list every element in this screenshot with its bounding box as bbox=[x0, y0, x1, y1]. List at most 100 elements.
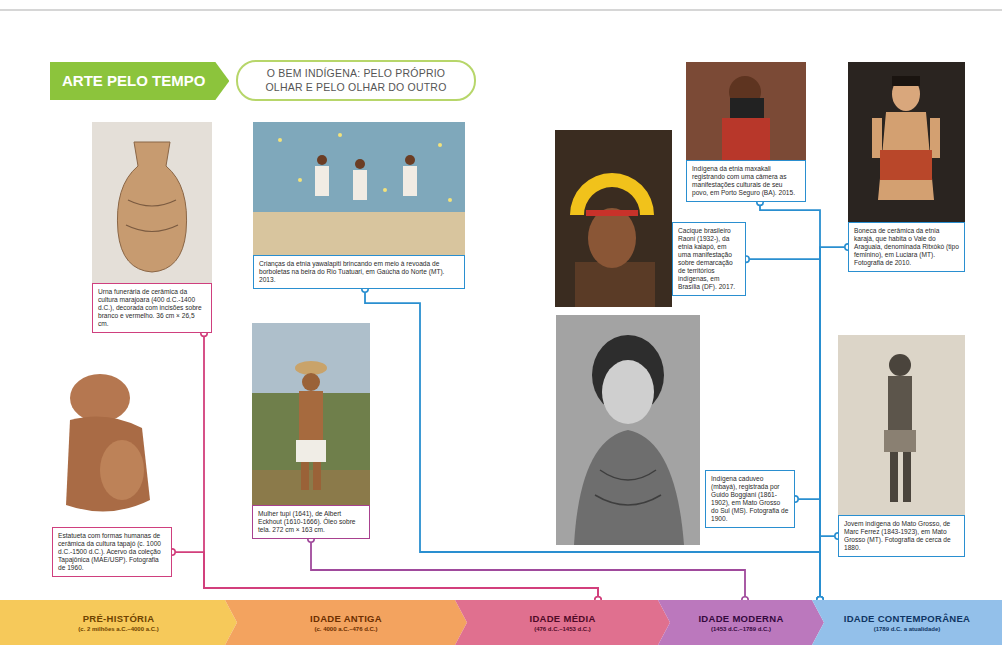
band-label-area: IDADE MÉDIA (476 d.C.–1453 d.C.) bbox=[455, 600, 670, 645]
caption-text: Indígena da etnia maxakali registrando c… bbox=[692, 165, 800, 197]
painting-skirt bbox=[296, 440, 326, 462]
camera-person-body bbox=[722, 118, 770, 160]
caption-text: Boneca de cerâmica da etnia karajá, que … bbox=[854, 227, 959, 267]
youth-leg bbox=[890, 452, 898, 502]
child-head bbox=[405, 155, 415, 165]
caption-text: Mulher tupi (1641), de Albert Eckhout (1… bbox=[258, 510, 364, 534]
band-chevron bbox=[225, 600, 467, 645]
photo-camera bbox=[686, 62, 806, 160]
portrait-body-paint bbox=[595, 470, 661, 505]
band-chevron bbox=[812, 600, 1002, 645]
timeline-connector bbox=[743, 256, 823, 603]
painting-sky bbox=[252, 323, 370, 393]
painting-basket bbox=[295, 361, 327, 375]
photo-children bbox=[253, 122, 465, 255]
chief-face bbox=[588, 208, 636, 268]
connector-line bbox=[204, 333, 598, 600]
timeline-connector bbox=[362, 286, 823, 603]
band-label-area: IDADE MODERNA(1453 d.C.–1789 d.C.) bbox=[658, 600, 824, 645]
band-label-area: IDADE ANTIGA (c. 4000 a.C.–476 d.C.) bbox=[225, 600, 467, 645]
photo-painting bbox=[252, 323, 370, 505]
connector-line bbox=[760, 202, 820, 600]
butterfly bbox=[338, 133, 342, 137]
connector-line bbox=[365, 289, 820, 600]
period-name: IDADE ANTIGA bbox=[310, 613, 382, 624]
photo-youth bbox=[838, 335, 965, 515]
statuette-knee bbox=[100, 440, 144, 500]
band-chevron bbox=[658, 600, 824, 645]
connector-line bbox=[795, 499, 820, 600]
caption-box: Jovem indígena do Mato Grosso, de Marc F… bbox=[838, 515, 965, 557]
timeline-connector bbox=[792, 496, 823, 603]
top-rule bbox=[0, 9, 1002, 11]
camera-device bbox=[730, 98, 764, 118]
butterfly bbox=[383, 188, 387, 192]
photo-portrait bbox=[556, 315, 700, 545]
caption-box: Crianças da etnia yawalapiti brincando e… bbox=[253, 255, 465, 289]
connector-line bbox=[820, 536, 838, 600]
period-band: IDADE MÉDIA (476 d.C.–1453 d.C.) bbox=[455, 600, 670, 645]
youth-head bbox=[889, 354, 911, 376]
caption-text: Cacique brasileiro Raoni (1932-), da etn… bbox=[678, 227, 740, 291]
caption-text: Estatueta com formas humanas de cerâmica… bbox=[58, 532, 166, 572]
painting-leg bbox=[301, 462, 309, 490]
portrait-shoulders bbox=[574, 430, 684, 545]
period-dates: (476 d.C.–1453 d.C.) bbox=[534, 626, 591, 632]
caption-text: Jovem indígena do Mato Grosso, de Marc F… bbox=[844, 520, 959, 552]
urn-figure bbox=[117, 142, 186, 272]
caption-box: Boneca de cerâmica da etnia karajá, que … bbox=[848, 222, 965, 272]
photo-doll bbox=[848, 62, 965, 222]
period-band: PRÉ-HISTÓRIA (c. 2 milhões a.C.–4000 a.C.… bbox=[0, 600, 237, 645]
caption-box: Estatueta com formas humanas de cerâmica… bbox=[52, 527, 172, 577]
youth-leg bbox=[903, 452, 911, 502]
painting-body bbox=[299, 391, 323, 441]
statuette-body bbox=[66, 416, 150, 511]
doll-head bbox=[892, 77, 920, 111]
band-label-area: IDADE CONTEMPORÂNEA (1789 d.C. a atualida… bbox=[812, 600, 1002, 645]
doll-hair bbox=[892, 76, 920, 86]
caption-box: Cacique brasileiro Raoni (1932-), da etn… bbox=[672, 222, 746, 296]
chief-band bbox=[586, 210, 638, 216]
caption-box: Indígena da etnia maxakali registrando c… bbox=[686, 160, 806, 202]
photo-chief bbox=[555, 130, 672, 307]
portrait-face bbox=[602, 360, 654, 424]
connector-line bbox=[746, 259, 820, 600]
connector-line bbox=[311, 539, 745, 600]
period-name: PRÉ-HISTÓRIA bbox=[83, 613, 155, 624]
painting-leg bbox=[313, 462, 321, 490]
butterfly bbox=[438, 143, 442, 147]
caption-text: Urna funerária de cerâmica da cultura ma… bbox=[98, 288, 206, 328]
caption-box: Mulher tupi (1641), de Albert Eckhout (1… bbox=[252, 505, 370, 539]
subtitle-box: O BEM INDÍGENA: PELO PRÓPRIO OLHAR E PEL… bbox=[236, 60, 476, 101]
period-dates: (1453 d.C.–1789 d.C.) bbox=[711, 626, 771, 632]
doll-body bbox=[878, 112, 934, 200]
title-tag: ARTE PELO TEMPO bbox=[50, 62, 229, 100]
timeline-connector bbox=[201, 330, 601, 603]
child-body bbox=[353, 170, 367, 200]
period-dates: (c. 2 milhões a.C.–4000 a.C.) bbox=[78, 626, 158, 632]
timeline-connector bbox=[308, 536, 748, 603]
period-name: IDADE CONTEMPORÂNEA bbox=[844, 613, 971, 624]
timeline-connector bbox=[169, 549, 601, 603]
caption-text: Crianças da etnia yawalapiti brincando e… bbox=[259, 260, 459, 284]
period-dates: (c. 4000 a.C.–476 d.C.) bbox=[314, 626, 377, 632]
child-head bbox=[355, 159, 365, 169]
period-dates: (1789 d.C. a atualidade) bbox=[874, 626, 941, 632]
painting-ground bbox=[252, 470, 370, 505]
period-band: IDADE CONTEMPORÂNEA (1789 d.C. a atualida… bbox=[812, 600, 1002, 645]
child-head bbox=[317, 155, 327, 165]
period-band: IDADE ANTIGA (c. 4000 a.C.–476 d.C.) bbox=[225, 600, 467, 645]
caption-box: Indígena caduveo (mbayá), registrada por… bbox=[705, 470, 795, 528]
child-body bbox=[403, 166, 417, 196]
butterfly bbox=[448, 198, 452, 202]
butterfly bbox=[278, 138, 282, 142]
painting-head bbox=[302, 373, 320, 391]
child-body bbox=[315, 166, 329, 196]
photo-sand bbox=[253, 212, 465, 255]
urn-incisions bbox=[126, 200, 178, 232]
period-name: IDADE MÉDIA bbox=[529, 613, 595, 624]
caption-box: Urna funerária de cerâmica da cultura ma… bbox=[92, 283, 212, 333]
butterfly bbox=[298, 178, 302, 182]
connector-line bbox=[172, 552, 598, 600]
